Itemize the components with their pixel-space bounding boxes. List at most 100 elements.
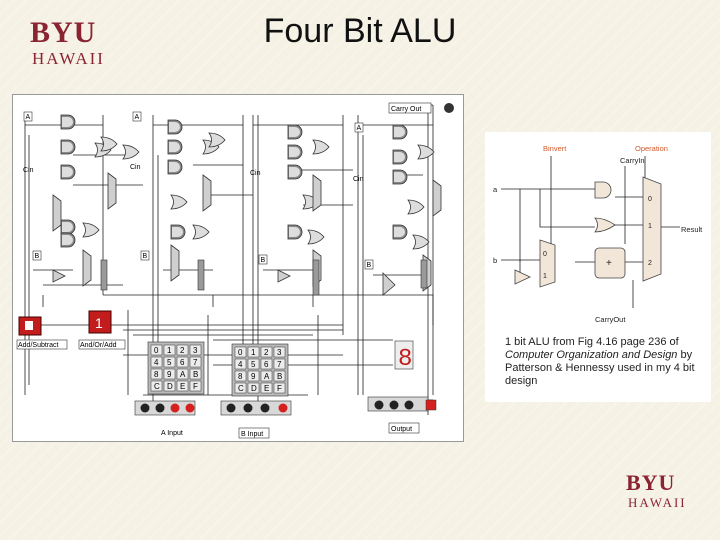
a-key-label-1: 1 <box>167 346 172 355</box>
a-key-7[interactable] <box>189 356 202 368</box>
a-key-2[interactable] <box>176 344 189 356</box>
a-key-C[interactable] <box>150 380 163 392</box>
led-row <box>134 396 437 416</box>
b-input-label: B Input <box>241 431 263 438</box>
a-key-label-6: 6 <box>180 358 185 367</box>
b-key-label-F: F <box>277 384 282 393</box>
b-key-0[interactable] <box>234 346 247 358</box>
b-key-F[interactable] <box>273 382 286 394</box>
a-key-1[interactable] <box>163 344 176 356</box>
a-key-4[interactable] <box>150 356 163 368</box>
mux-input-2: 2 <box>648 260 652 267</box>
a-key-label-0: 0 <box>154 346 159 355</box>
logo-byu-text: BYU <box>30 16 97 49</box>
b-key-label-2: 2 <box>264 348 269 357</box>
label-b3: B <box>261 257 266 264</box>
b-key-6[interactable] <box>260 358 273 370</box>
reference-caption: 1 bit ALU from Fig 4.16 page 236 of Comp… <box>505 336 705 388</box>
b-key-label-0: 0 <box>238 348 243 357</box>
a-key-label-4: 4 <box>154 358 159 367</box>
binvert-label: Binvert <box>543 144 567 153</box>
b-key-7[interactable] <box>273 358 286 370</box>
a-key-F[interactable] <box>189 380 202 392</box>
result-label: Result <box>681 225 703 234</box>
b-key-9[interactable] <box>247 370 260 382</box>
label-cin4: Cin <box>353 176 364 183</box>
a-key-label-B: B <box>193 370 198 379</box>
label-cin1: Cin <box>23 167 34 174</box>
b-key-D[interactable] <box>247 382 260 394</box>
b-key-3[interactable] <box>273 346 286 358</box>
a-key-B[interactable] <box>189 368 202 380</box>
carryin-label: CarryIn <box>620 156 645 165</box>
a-key-0[interactable] <box>150 344 163 356</box>
four-bit-alu-circuit: A A A Cin Cin Cin Cin B B B B Carry Out … <box>12 94 464 442</box>
b-key-label-3: 3 <box>277 348 282 357</box>
logo-bottom-hawaii-text: HAWAII <box>628 495 687 510</box>
label-cin3: Cin <box>250 170 261 177</box>
a-key-6[interactable] <box>176 356 189 368</box>
b-key-label-C: C <box>238 384 244 393</box>
a-key-D[interactable] <box>163 380 176 392</box>
a-key-3[interactable] <box>189 344 202 356</box>
byu-hawaii-logo: BYU HAWAII <box>30 16 140 68</box>
b-key-label-1: 1 <box>251 348 256 357</box>
a-key-label-E: E <box>180 382 185 391</box>
mux-input-0: 0 <box>648 196 652 203</box>
label-cin2: Cin <box>130 164 141 171</box>
label-a4: A <box>357 125 362 132</box>
b-key-5[interactable] <box>247 358 260 370</box>
logo-bottom-byu-text: BYU <box>626 470 676 495</box>
a-key-9[interactable] <box>163 368 176 380</box>
caption-text-1: 1 bit ALU from Fig 4.16 page 236 of <box>505 336 679 348</box>
circuit-schematic: A A A Cin Cin Cin Cin B B B B Carry Out … <box>16 102 454 439</box>
a-key-8[interactable] <box>150 368 163 380</box>
b-key-label-A: A <box>264 372 270 381</box>
and-or-add-switch[interactable]: 1 <box>88 310 112 334</box>
input-b-label: b <box>493 256 497 265</box>
carryout-label: CarryOut <box>595 315 626 324</box>
a-key-label-3: 3 <box>193 346 198 355</box>
b-key-A[interactable] <box>260 370 273 382</box>
a-key-5[interactable] <box>163 356 176 368</box>
byu-hawaii-logo-bottom: BYU HAWAII <box>626 470 706 515</box>
b-key-label-8: 8 <box>238 372 243 381</box>
b-key-1[interactable] <box>247 346 260 358</box>
b-key-label-B: B <box>277 372 282 381</box>
b-key-B[interactable] <box>273 370 286 382</box>
label-b1: B <box>35 253 40 260</box>
add-subtract-switch[interactable] <box>18 316 42 336</box>
b-key-2[interactable] <box>260 346 273 358</box>
output-digit: 8 <box>398 346 412 373</box>
add-subtract-label: Add/Subtract <box>18 342 59 349</box>
input-a-label: a <box>493 185 498 194</box>
carry-out-label: Carry Out <box>391 106 421 113</box>
b-key-E[interactable] <box>260 382 273 394</box>
b-key-label-9: 9 <box>251 372 256 381</box>
a-key-label-7: 7 <box>193 358 198 367</box>
logo-hawaii-text: HAWAII <box>32 49 105 68</box>
a-key-label-9: 9 <box>167 370 172 379</box>
a-key-E[interactable] <box>176 380 189 392</box>
b-key-8[interactable] <box>234 370 247 382</box>
a-key-label-F: F <box>193 382 198 391</box>
a-key-label-D: D <box>167 382 173 391</box>
bmux-input-1: 1 <box>543 273 547 280</box>
reference-panel: Binvert Operation CarryIn a b Result Car… <box>485 132 711 402</box>
one-bit-alu-diagram: Binvert Operation CarryIn a b Result Car… <box>485 132 711 328</box>
bmux-input-0: 0 <box>543 251 547 258</box>
b-key-C[interactable] <box>234 382 247 394</box>
a-key-label-8: 8 <box>154 370 159 379</box>
b-key-label-6: 6 <box>264 360 269 369</box>
a-key-label-5: 5 <box>167 358 172 367</box>
carry-out-led <box>444 103 454 113</box>
a-key-label-A: A <box>180 370 186 379</box>
a-key-A[interactable] <box>176 368 189 380</box>
caption-text-2: by Patterson & Hennessy used in my 4 bit… <box>505 349 695 387</box>
b-key-4[interactable] <box>234 358 247 370</box>
adder-plus-sign: + <box>606 258 612 269</box>
b-key-label-E: E <box>264 384 269 393</box>
label-a2: A <box>135 114 140 121</box>
